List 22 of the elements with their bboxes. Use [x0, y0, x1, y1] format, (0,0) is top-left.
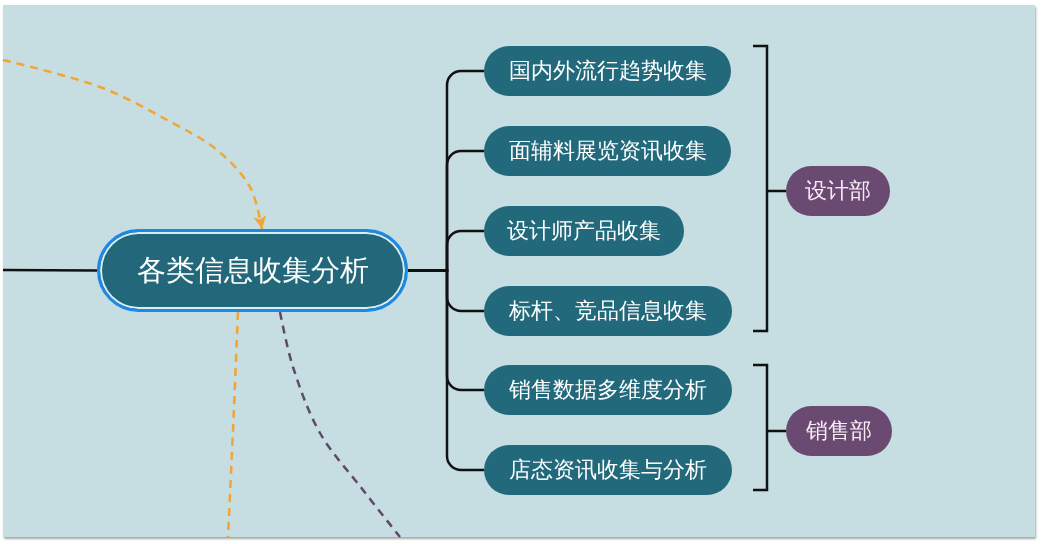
dashed-connector [278, 311, 401, 538]
dashed-connector [226, 311, 240, 538]
branch-connector [408, 269, 484, 472]
subtopic-node [484, 286, 732, 336]
department-node [786, 406, 892, 456]
node-label: 销售部 [806, 417, 872, 445]
branch-connector [3, 268, 97, 272]
node-label: 各类信息收集分析 [136, 253, 369, 288]
node-label: 标杆、竞品信息收集 [509, 297, 707, 325]
node-label: 设计师产品收集 [507, 217, 661, 245]
node-label: 设计部 [805, 177, 871, 205]
node-label: 国内外流行趋势收集 [508, 57, 707, 85]
subtopic-node [484, 365, 732, 415]
subtopic-node [484, 46, 731, 96]
node-label: 面辅料展览资讯收集 [508, 137, 707, 165]
dashed-arrow [2, 58, 267, 230]
node-label: 店态资讯收集与分析 [509, 456, 707, 484]
department-node [786, 166, 890, 216]
subtopic-node [484, 445, 732, 495]
subtopic-node [484, 126, 731, 176]
node-label: 销售数据多维度分析 [509, 376, 707, 404]
subtopic-node [484, 206, 684, 256]
